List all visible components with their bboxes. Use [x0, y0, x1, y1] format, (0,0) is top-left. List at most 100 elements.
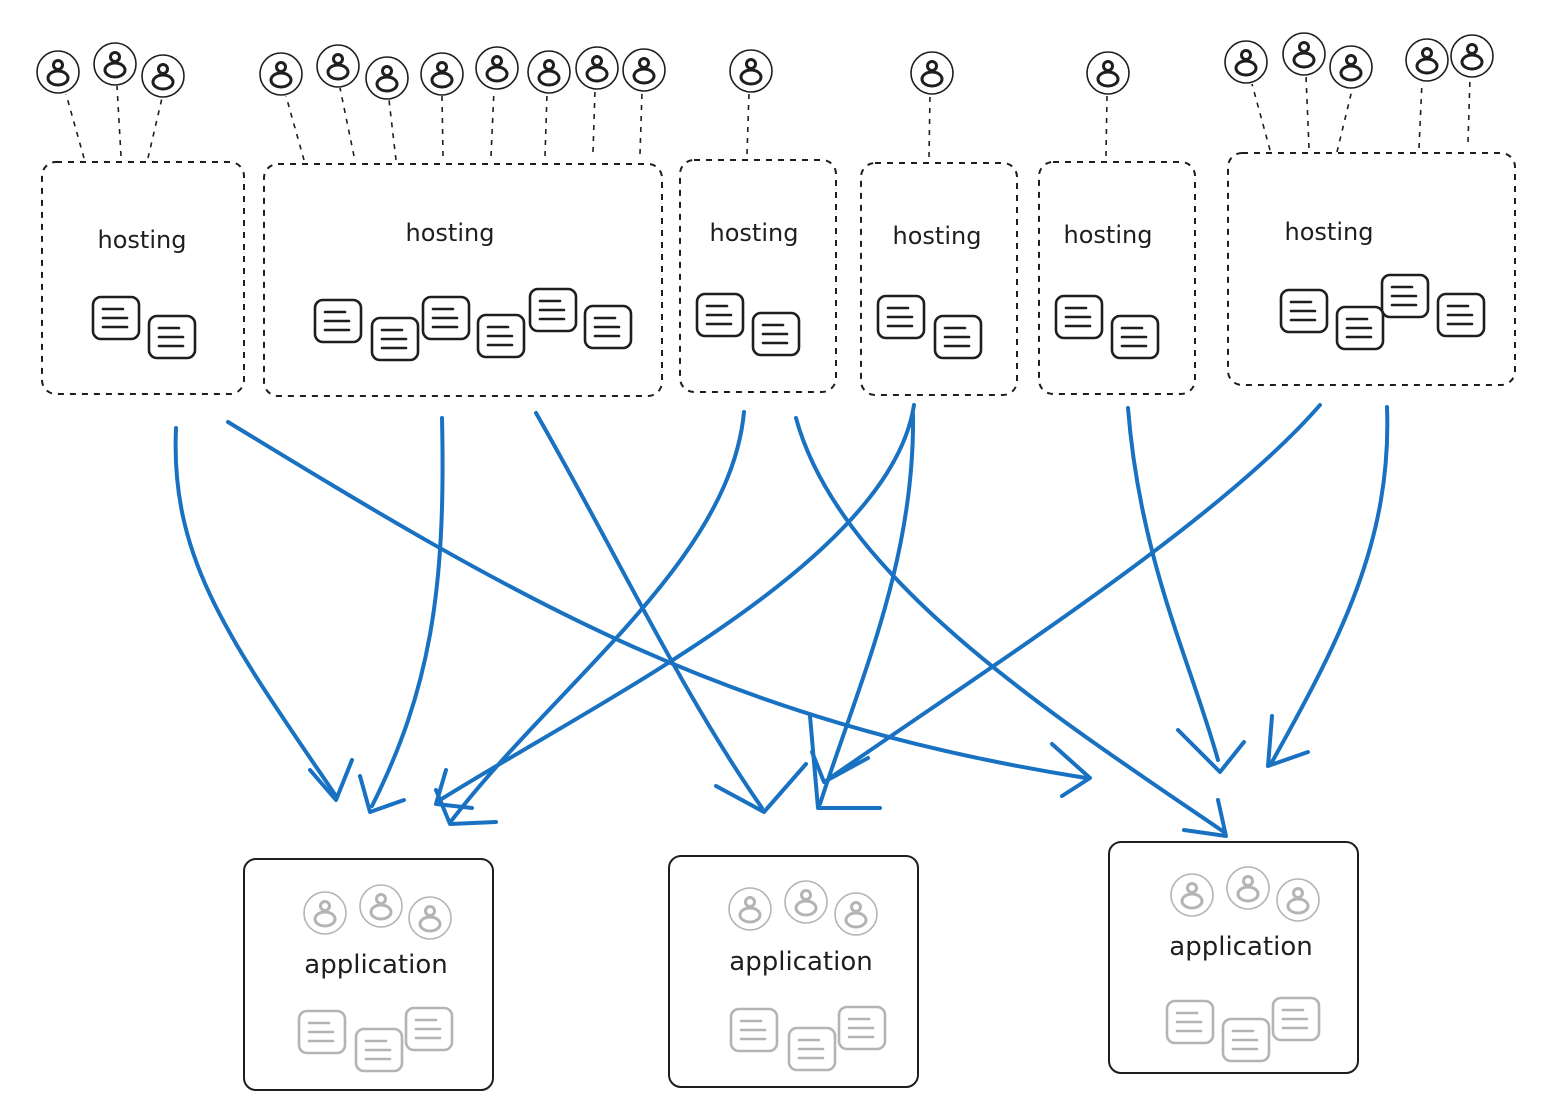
server-icon	[1436, 292, 1486, 338]
user-icon	[303, 891, 347, 935]
server-icon	[91, 295, 141, 341]
user-icon	[365, 56, 409, 100]
arrowhead	[434, 768, 474, 810]
arrowhead	[714, 762, 808, 814]
hosting-box-5: hosting	[1038, 161, 1196, 395]
user-icon	[1170, 873, 1214, 917]
user-icon	[316, 44, 360, 88]
user-icon	[93, 42, 137, 86]
arrow-hosting-3-to-application-3	[794, 416, 1228, 838]
user-icon	[834, 892, 878, 936]
user-icon	[784, 880, 828, 924]
server-icon	[1380, 273, 1430, 319]
hosting-box-3: hosting	[679, 159, 837, 393]
arrowhead	[1050, 742, 1092, 798]
arrow-line	[370, 416, 445, 808]
user-icon	[359, 884, 403, 928]
user-connector	[746, 92, 750, 155]
arrow-line	[794, 416, 1226, 834]
server-icon	[583, 304, 633, 350]
user-connector	[639, 91, 643, 155]
hosting-box-2: hosting	[263, 163, 663, 397]
server-icon	[1110, 314, 1160, 360]
server-icon	[729, 1007, 779, 1053]
arrowhead	[358, 774, 406, 814]
user-icon	[910, 51, 954, 95]
user-icon	[36, 50, 80, 94]
hosting-box-frame	[1038, 161, 1196, 395]
arrowhead	[1182, 798, 1228, 838]
user-icon	[475, 46, 519, 90]
server-icon	[370, 316, 420, 362]
server-icon	[404, 1006, 454, 1052]
server-icon	[787, 1026, 837, 1072]
hosting-box-frame	[860, 162, 1018, 396]
user-connector	[1251, 83, 1271, 151]
hosting-label: hosting	[98, 226, 187, 254]
arrow-line	[173, 426, 338, 798]
hosting-box-frame	[263, 163, 663, 397]
server-icon	[837, 1005, 887, 1051]
user-connector	[116, 85, 122, 157]
arrowhead	[1176, 728, 1246, 774]
server-icon	[751, 311, 801, 357]
arrow-line	[1270, 405, 1390, 764]
user-connector	[285, 95, 305, 161]
application-box-1: application	[243, 858, 494, 1091]
hosting-label: hosting	[1064, 221, 1153, 249]
user-icon	[1282, 32, 1326, 76]
server-icon	[354, 1027, 404, 1073]
arrow-line	[450, 410, 746, 822]
arrow-line	[828, 403, 1322, 780]
hosting-label: hosting	[1285, 218, 1374, 246]
arrow-hosting-4-to-application-2	[808, 412, 916, 810]
server-icon	[695, 292, 745, 338]
server-icon	[876, 294, 926, 340]
server-icon	[313, 298, 363, 344]
arrows-layer	[173, 403, 1390, 838]
hosting-box-1: hosting	[41, 161, 245, 395]
user-connector	[928, 94, 931, 158]
arrow-hosting-1-to-application-3	[226, 420, 1092, 798]
hosting-box-6: hosting	[1227, 152, 1516, 386]
user-icon	[408, 896, 452, 940]
arrow-line	[818, 412, 916, 806]
user-connector	[441, 95, 444, 157]
arrow-line	[226, 420, 1088, 780]
arrow-hosting-5-to-application-3	[1126, 406, 1246, 774]
server-icon	[147, 314, 197, 360]
user-icon	[1276, 878, 1320, 922]
hosting-box-frame	[679, 159, 837, 393]
hosting-box-frame	[41, 161, 245, 395]
hosting-label: hosting	[710, 219, 799, 247]
server-icon	[1165, 999, 1215, 1045]
arrowhead	[308, 758, 354, 802]
user-icon	[575, 46, 619, 90]
user-icon	[1405, 38, 1449, 82]
server-icon	[421, 295, 471, 341]
server-icon	[1054, 294, 1104, 340]
user-connector	[339, 87, 355, 157]
user-connector	[544, 93, 548, 157]
server-icon	[1271, 996, 1321, 1042]
connectors-layer	[65, 75, 1471, 161]
server-icon	[1279, 288, 1329, 334]
user-connector	[490, 89, 495, 157]
server-icon	[297, 1009, 347, 1055]
user-connector	[1336, 89, 1353, 153]
arrow-hosting-2-to-application-2	[534, 411, 808, 814]
user-connector	[1418, 81, 1423, 149]
arrow-hosting-3-to-application-1	[434, 410, 746, 826]
user-connector	[1467, 77, 1471, 143]
arrow-hosting-4-to-application-1	[434, 403, 916, 810]
user-icon	[141, 54, 185, 98]
arrowhead	[810, 750, 870, 784]
user-connector	[1105, 94, 1108, 157]
application-label: application	[1169, 932, 1312, 962]
user-icon	[527, 50, 571, 94]
user-icon	[1224, 40, 1268, 84]
user-icon	[1450, 34, 1494, 78]
